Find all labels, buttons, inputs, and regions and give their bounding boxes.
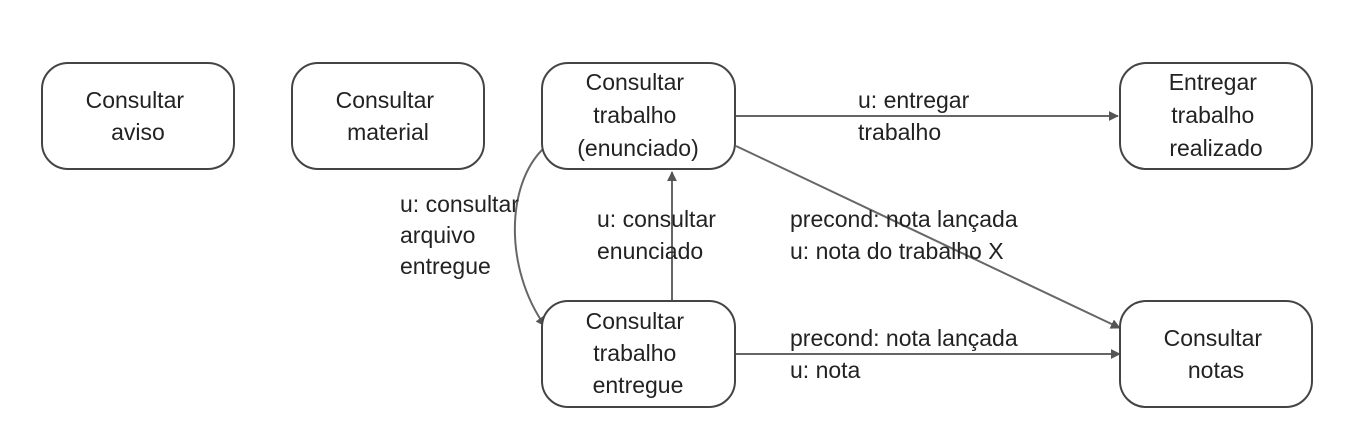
edge-label-consultar-arquivo-entregue: u: consultar arquivo entregue: [400, 191, 525, 279]
node-consultar-notas: Consultar notas: [1119, 300, 1313, 408]
node-label: Consultar trabalho entregue: [586, 308, 691, 398]
node-box: [1119, 62, 1313, 170]
edge-label-consultar-enunciado: u: consultar enunciado: [597, 206, 722, 264]
node-label: Consultar material: [336, 87, 441, 145]
node-label: Consultar notas: [1164, 325, 1269, 383]
edge-enunciado-to-notas-arrow: [735, 145, 1121, 329]
node-consultar-trabalho-entregue: Consultar trabalho entregue: [541, 300, 736, 408]
node-box: [291, 62, 485, 170]
node-box: [541, 62, 736, 170]
node-consultar-trabalho-enunciado: Consultar trabalho (enunciado): [541, 62, 736, 170]
node-entregar-trabalho-realizado: Entregar trabalho realizado: [1119, 62, 1313, 170]
edges: [513, 111, 1121, 359]
node-box: [541, 300, 736, 408]
node-label: Consultar aviso: [86, 87, 191, 145]
node-label: Entregar trabalho realizado: [1169, 69, 1264, 161]
edge-enunciado-to-entregue-arrow: [513, 147, 546, 327]
edge-label-nota: precond: nota lançada u: nota: [790, 325, 1024, 383]
node-consultar-material: Consultar material: [291, 62, 485, 170]
node-consultar-aviso: Consultar aviso: [41, 62, 235, 170]
edge-label-entregar-trabalho: u: entregar trabalho: [858, 87, 976, 145]
node-box: [1119, 300, 1313, 408]
node-box: [41, 62, 235, 170]
edge-label-nota-do-trabalho: precond: nota lançada u: nota do trabalh…: [790, 206, 1024, 264]
node-label: Consultar trabalho (enunciado): [577, 69, 698, 161]
edge-labels: u: entregar trabalho u: consultar arquiv…: [400, 87, 1024, 383]
